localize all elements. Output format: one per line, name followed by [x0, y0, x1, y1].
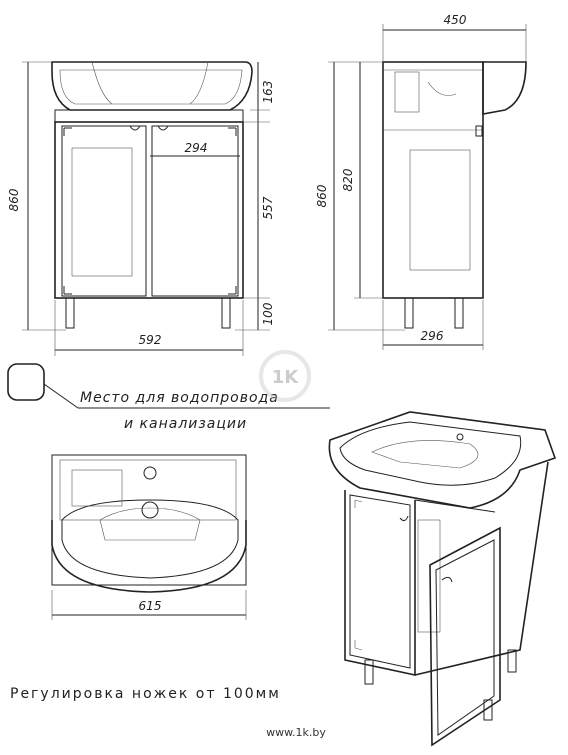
dim-860-side: 860	[315, 184, 329, 207]
top-view	[51, 454, 247, 593]
top-basin-front	[51, 520, 247, 593]
side-view	[382, 61, 527, 329]
side-dimensions	[328, 24, 527, 350]
dim-163: 163	[261, 81, 275, 104]
front-basin	[51, 61, 253, 111]
front-door-left	[61, 125, 147, 297]
dim-450: 450	[444, 13, 467, 27]
legend-line2: и канализации	[124, 416, 247, 432]
dim-592: 592	[139, 333, 162, 347]
dim-860-front: 860	[7, 188, 21, 211]
watermark-logo	[259, 350, 311, 402]
dim-557: 557	[261, 196, 275, 219]
legend	[7, 363, 330, 409]
front-dimensions	[22, 61, 270, 356]
dim-294: 294	[185, 141, 208, 155]
perspective-door-left	[349, 494, 411, 669]
watermark-logo-text: 1K	[272, 367, 300, 388]
dim-820: 820	[341, 168, 355, 191]
legs-note: Регулировка ножек от 100мм	[10, 686, 281, 702]
dim-100: 100	[261, 302, 275, 325]
dim-296: 296	[421, 329, 444, 343]
watermark-url: www.1k.by	[266, 726, 326, 739]
perspective-basket	[417, 519, 441, 633]
legend-swatch	[7, 363, 45, 401]
dim-615: 615	[139, 599, 162, 613]
perspective-view	[328, 411, 557, 747]
perspective-basin	[328, 411, 557, 509]
legend-line1: Место для водопровода	[80, 390, 279, 406]
front-cabinet	[54, 121, 244, 299]
side-basin	[482, 61, 527, 115]
top-dimensions	[51, 590, 247, 620]
front-view	[51, 61, 253, 329]
perspective-door-right	[429, 526, 501, 747]
side-cabinet	[382, 61, 484, 299]
front-door-right	[151, 125, 239, 297]
